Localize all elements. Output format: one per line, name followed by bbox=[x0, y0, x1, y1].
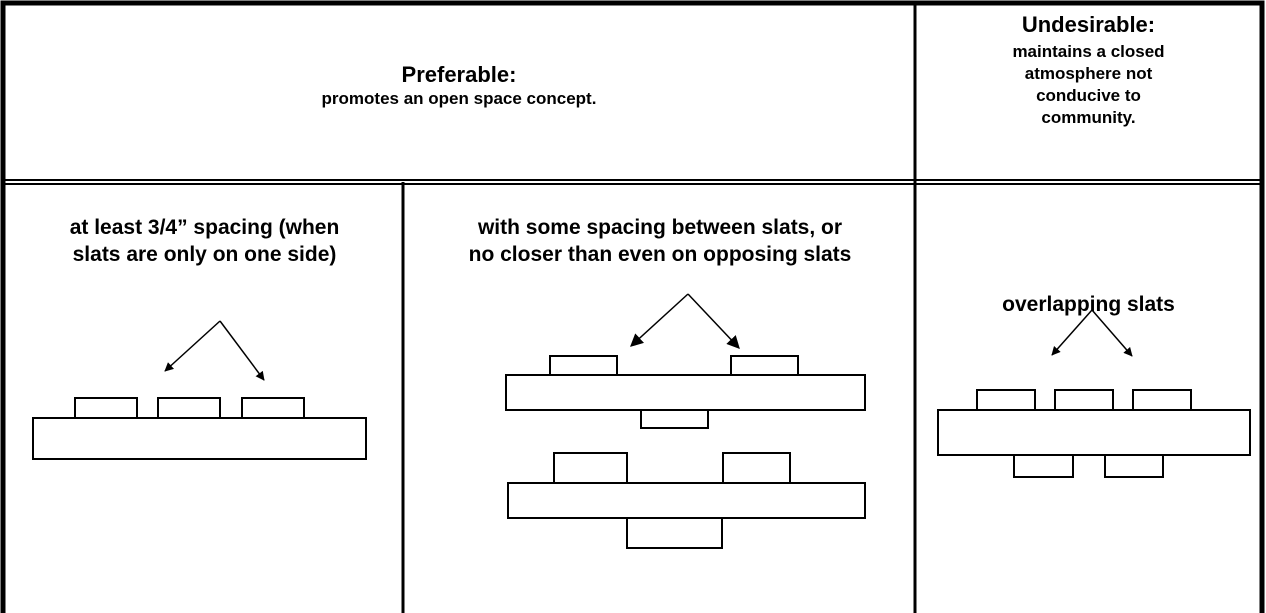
col2-slat-assembly-top bbox=[505, 355, 866, 429]
col1-label-line: at least 3/4” spacing (when bbox=[69, 216, 340, 239]
arrow bbox=[687, 293, 740, 349]
undesirable-subtitle-line: conducive to bbox=[1036, 86, 1141, 105]
col2-label-line: no closer than even on opposing slats bbox=[468, 243, 852, 266]
preferable-subtitle: promotes an open space concept. bbox=[321, 89, 597, 108]
col2-label: with some spacing between slats, or no c… bbox=[405, 214, 915, 268]
board bbox=[937, 409, 1251, 456]
undesirable-subtitle-line: atmosphere not bbox=[1024, 64, 1153, 83]
slat bbox=[74, 397, 138, 419]
slat bbox=[157, 397, 221, 419]
arrow bbox=[630, 293, 689, 347]
slat bbox=[241, 397, 305, 419]
col2-slat-assembly-bottom bbox=[507, 452, 866, 549]
undesirable-title: Undesirable: bbox=[1021, 12, 1156, 37]
arrow bbox=[164, 320, 221, 372]
slat bbox=[1132, 389, 1192, 411]
col3-label-text: overlapping slats bbox=[1002, 293, 1175, 316]
slat bbox=[626, 517, 723, 549]
slat bbox=[976, 389, 1036, 411]
slat bbox=[722, 452, 791, 484]
slat bbox=[730, 355, 799, 376]
board bbox=[32, 417, 367, 460]
preferable-header: Preferable: promotes an open space conce… bbox=[6, 62, 912, 110]
undesirable-header: Undesirable: maintains a closed atmosphe… bbox=[918, 12, 1259, 129]
preferable-title: Preferable: bbox=[401, 62, 517, 87]
board bbox=[505, 374, 866, 411]
undesirable-subtitle-line: maintains a closed bbox=[1012, 42, 1165, 61]
slat bbox=[1013, 454, 1074, 478]
slat bbox=[640, 409, 709, 429]
arrow bbox=[1051, 309, 1093, 356]
arrow bbox=[1091, 309, 1133, 357]
arrow bbox=[219, 320, 265, 381]
col2-label-line: with some spacing between slats, or bbox=[477, 216, 843, 239]
col3-slat-assembly bbox=[937, 389, 1251, 478]
undesirable-subtitle-line: community. bbox=[1041, 108, 1136, 127]
board bbox=[507, 482, 866, 519]
slat bbox=[549, 355, 618, 376]
slat bbox=[1104, 454, 1164, 478]
col3-label: overlapping slats bbox=[918, 291, 1259, 318]
slat bbox=[1054, 389, 1114, 411]
col1-label: at least 3/4” spacing (when slats are on… bbox=[6, 214, 403, 268]
col1-slat-assembly bbox=[32, 397, 367, 460]
col1-label-line: slats are only on one side) bbox=[72, 243, 337, 266]
slat bbox=[553, 452, 628, 484]
